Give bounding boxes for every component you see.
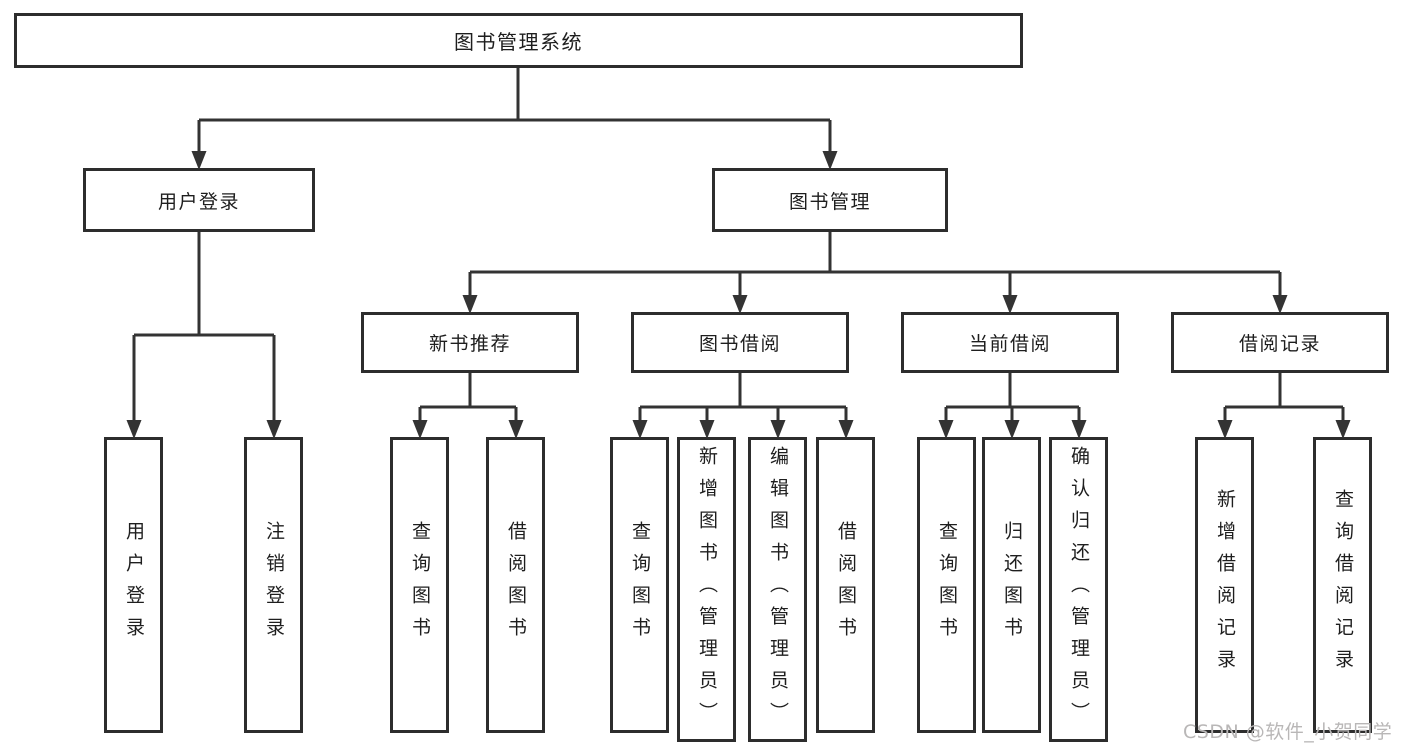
node-root: 图书管理系统	[14, 13, 1023, 68]
node-user-login-label: 用户登录	[157, 190, 240, 213]
leaf-add-book-admin: 新增图书（管理员）	[677, 437, 736, 742]
leaf-borrow-books-2: 借阅图书	[816, 437, 875, 733]
node-current-borrowing-label: 当前借阅	[968, 333, 1051, 355]
leaf-logout: 注销登录	[244, 437, 303, 733]
node-borrow-records: 借阅记录	[1171, 312, 1389, 373]
node-book-management: 图书管理	[712, 168, 948, 232]
node-book-management-label: 图书管理	[788, 190, 871, 213]
node-borrow-records-label: 借阅记录	[1238, 333, 1321, 355]
leaf-logout-label: 注销登录	[263, 521, 285, 649]
leaf-return-book: 归还图书	[982, 437, 1041, 733]
node-book-borrowing: 图书借阅	[631, 312, 849, 373]
node-new-book-recommend-label: 新书推荐	[428, 333, 511, 355]
node-current-borrowing: 当前借阅	[901, 312, 1119, 373]
leaf-edit-book-admin: 编辑图书（管理员）	[748, 437, 807, 742]
leaf-query-books-1-label: 查询图书	[409, 521, 431, 649]
leaf-edit-book-admin-label: 编辑图书（管理员）	[767, 445, 789, 734]
leaf-confirm-return-admin-label: 确认归还（管理员）	[1068, 445, 1090, 734]
leaf-borrow-books-1: 借阅图书	[486, 437, 545, 733]
leaf-user-login: 用户登录	[104, 437, 163, 733]
node-new-book-recommend: 新书推荐	[361, 312, 579, 373]
leaf-confirm-return-admin: 确认归还（管理员）	[1049, 437, 1108, 742]
leaf-add-borrow-record-label: 新增借阅记录	[1214, 489, 1236, 681]
node-book-borrowing-label: 图书借阅	[698, 333, 781, 355]
leaf-query-books-1: 查询图书	[390, 437, 449, 733]
leaf-query-books-3: 查询图书	[917, 437, 976, 733]
leaf-borrow-books-1-label: 借阅图书	[505, 521, 527, 649]
leaf-query-books-2-label: 查询图书	[629, 521, 651, 649]
leaf-query-books-2: 查询图书	[610, 437, 669, 733]
leaf-add-borrow-record: 新增借阅记录	[1195, 437, 1254, 733]
leaf-user-login-label: 用户登录	[123, 521, 145, 649]
leaf-add-book-admin-label: 新增图书（管理员）	[696, 445, 718, 734]
leaf-query-borrow-record-label: 查询借阅记录	[1332, 489, 1354, 681]
leaf-query-books-3-label: 查询图书	[936, 521, 958, 649]
watermark: CSDN @软件_小贺同学	[1183, 721, 1393, 743]
node-user-login: 用户登录	[83, 168, 315, 232]
node-root-label: 图书管理系统	[454, 30, 583, 54]
leaf-borrow-books-2-label: 借阅图书	[835, 521, 857, 649]
leaf-return-book-label: 归还图书	[1001, 521, 1023, 649]
leaf-query-borrow-record: 查询借阅记录	[1313, 437, 1372, 733]
